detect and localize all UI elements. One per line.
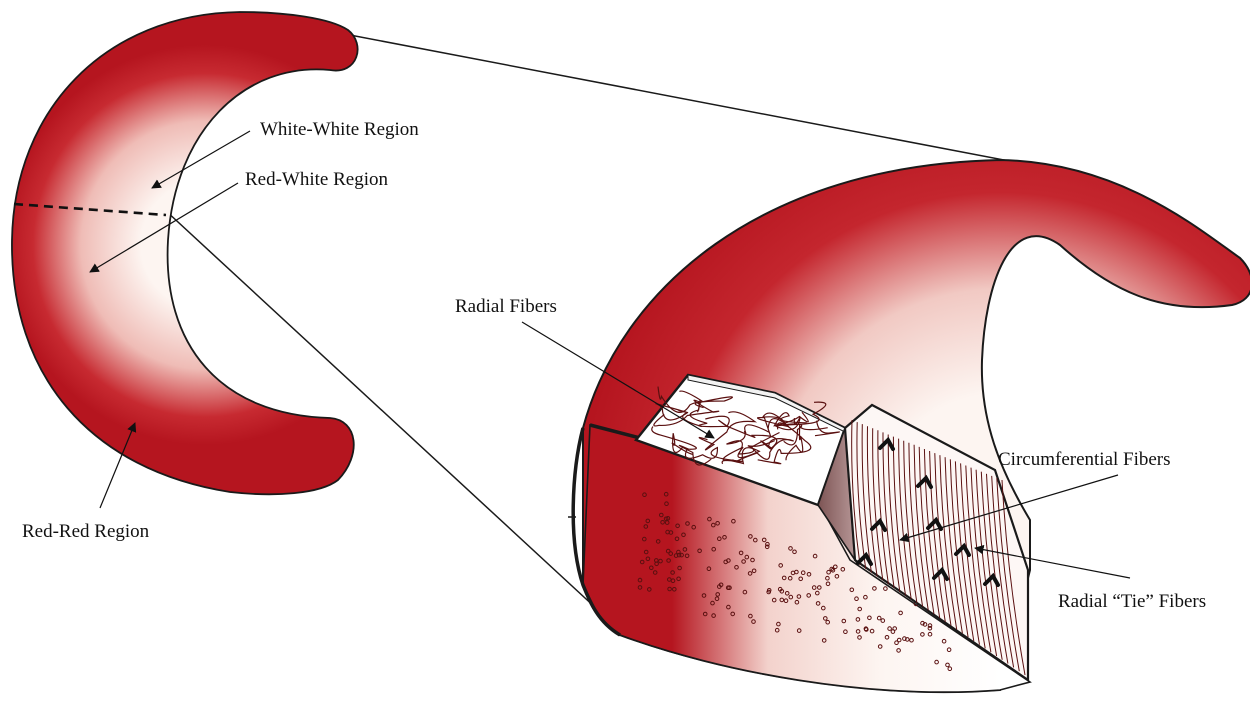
projection-line-top: [240, 14, 1030, 165]
label-radial-fibers: Radial Fibers: [455, 297, 557, 316]
label-red-white-region: Red-White Region: [245, 170, 388, 189]
meniscus-left: [12, 12, 358, 494]
label-white-white-region: White-White Region: [260, 120, 419, 139]
label-radial-tie-fibers: Radial “Tie” Fibers: [1058, 592, 1206, 611]
label-red-red-region: Red-Red Region: [22, 522, 149, 541]
label-circumferential-fibers: Circumferential Fibers: [998, 450, 1171, 469]
